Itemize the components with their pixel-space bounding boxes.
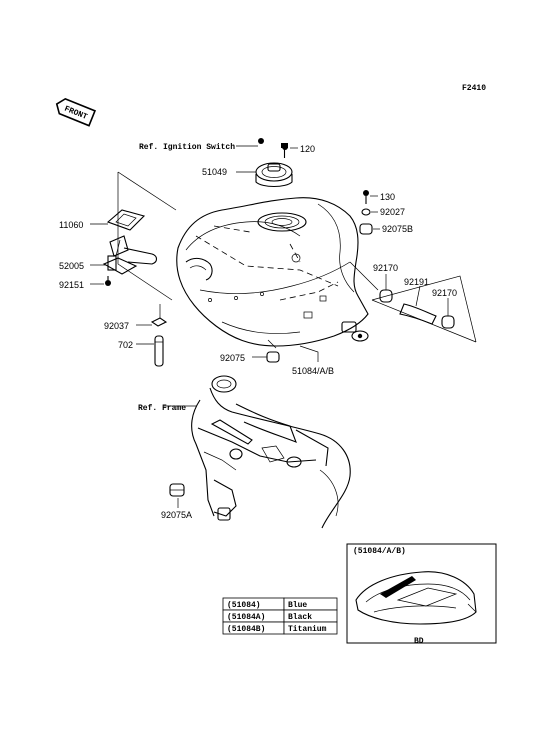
part-92151-label: 92151 <box>59 280 84 290</box>
table-row-color: Blue <box>288 601 307 610</box>
frame <box>191 375 351 529</box>
color-table: (51084) Blue (51084A) Black (51084B) Tit… <box>222 597 338 635</box>
part-51049-label: 51049 <box>202 167 227 177</box>
leader-tank-right <box>349 261 379 291</box>
part-702-label: 702 <box>118 340 133 350</box>
part-52005-label: 52005 <box>59 261 84 271</box>
table-row-color: Titanium <box>288 625 327 634</box>
part-120-label: 120 <box>300 144 315 154</box>
damper-92075B <box>359 223 373 235</box>
fuel-tank <box>176 197 369 349</box>
leader-lines <box>90 145 449 508</box>
tank-thumbnail <box>355 571 477 625</box>
table-row-part: (51084B) <box>227 625 265 634</box>
bolt-120 <box>281 143 288 158</box>
table-row-part: (51084A) <box>227 613 265 622</box>
front-arrow-icon: FRONT <box>55 97 97 127</box>
hose-92191 <box>399 303 437 325</box>
ref-ignition-switch-label: Ref. Ignition Switch <box>139 143 235 152</box>
collar-92027 <box>361 208 371 216</box>
part-130-label: 130 <box>380 192 395 202</box>
part-92075B-label: 92075B <box>382 224 413 234</box>
part-51084-label: 51084/A/B <box>292 366 334 376</box>
clamp-92170-right <box>441 315 455 329</box>
table-row-part: (51084) <box>227 601 261 610</box>
part-11060-label: 11060 <box>59 220 83 230</box>
fuel-pump <box>102 235 158 275</box>
tube-702 <box>154 335 164 367</box>
diagram-code: F2410 <box>462 84 486 93</box>
table-row-color: Black <box>288 613 312 622</box>
damper-92075 <box>266 351 280 363</box>
part-92027-label: 92027 <box>380 207 405 217</box>
part-92075A-label: 92075A <box>161 510 192 520</box>
damper-92075A <box>169 483 185 497</box>
part-92075-label: 92075 <box>220 353 245 363</box>
inset-caption: BD <box>414 637 424 646</box>
part-92191-label: 92191 <box>404 277 429 287</box>
leader-hose-group <box>371 275 477 343</box>
inset-title: (51084/A/B) <box>353 547 406 556</box>
ref-frame-label: Ref. Frame <box>138 404 186 413</box>
bolt-130 <box>363 190 369 204</box>
part-92170-right-label: 92170 <box>432 288 457 298</box>
fuel-pump-plate <box>106 209 146 231</box>
bolt-92151 <box>105 276 111 286</box>
color-variant-inset: (51084/A/B) BD <box>346 543 497 646</box>
leader-pump-group <box>117 171 177 301</box>
part-92037-label: 92037 <box>104 321 129 331</box>
part-92170-left-label: 92170 <box>373 263 398 273</box>
clip-92037 <box>150 304 168 327</box>
